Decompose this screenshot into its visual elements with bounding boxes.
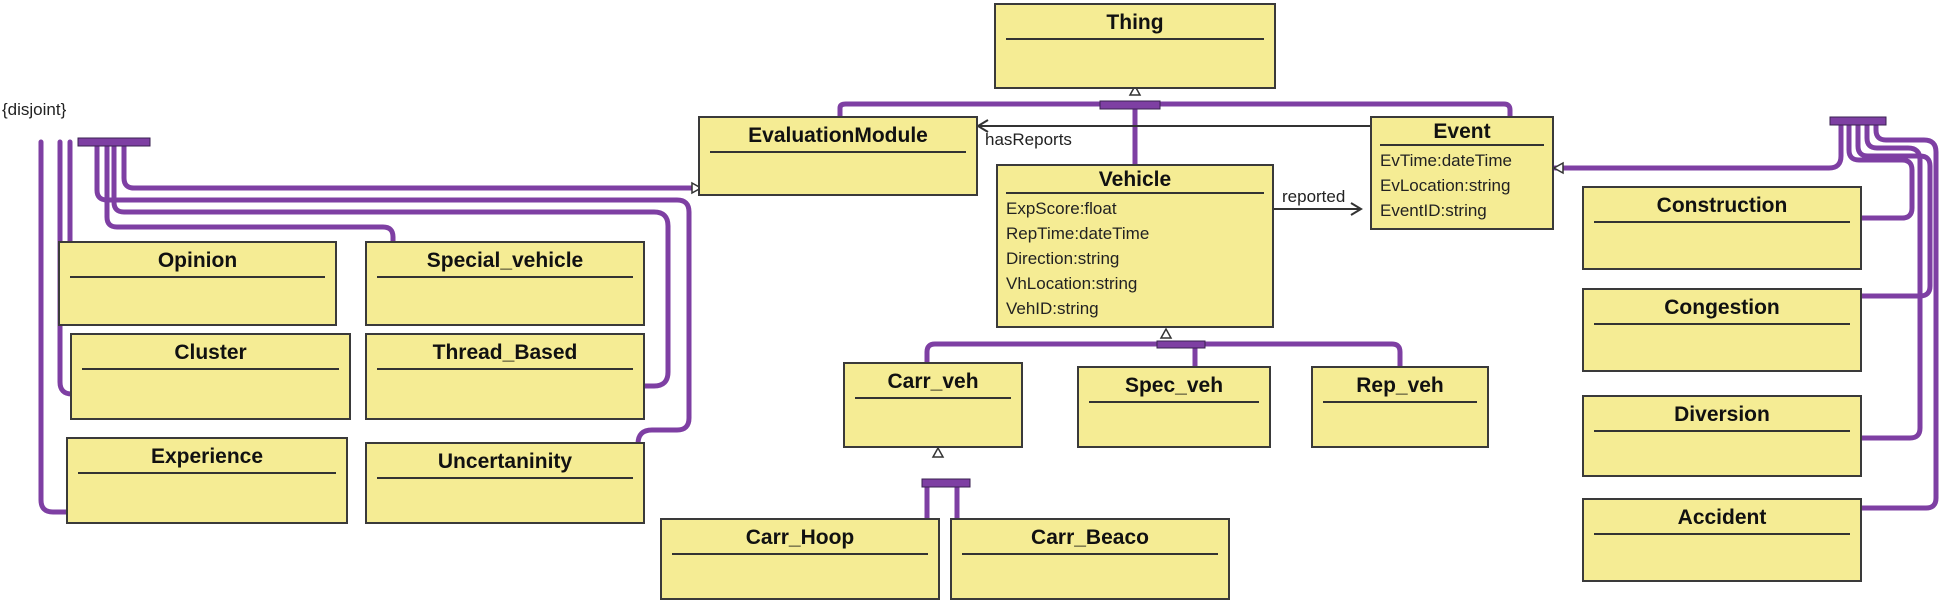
class-accident: Accident [1582, 498, 1862, 582]
class-spec-veh: Spec_veh [1077, 366, 1271, 448]
has-reports-arrowhead [976, 119, 989, 133]
generalization-arrow-evaluation [691, 181, 703, 195]
generalization-arrow-carr-veh [931, 446, 945, 458]
connector-construction [1855, 121, 1933, 299]
connector-accident [1857, 121, 1939, 511]
vehicle-attribute: Direction:string [1006, 249, 1120, 268]
class-diversion-name: Diversion [1594, 403, 1850, 432]
class-carr-veh-name: Carr_veh [855, 370, 1011, 399]
connector-event-bar [1552, 121, 1844, 171]
class-rep-veh: Rep_veh [1311, 366, 1489, 448]
connector-cluster [57, 139, 75, 397]
event-attribute: EvTime:dateTime [1380, 151, 1512, 170]
class-cluster: Cluster [70, 333, 351, 420]
class-event: Event EvTime:dateTime EvLocation:string … [1370, 116, 1554, 230]
generalization-arrow-event [1552, 161, 1564, 175]
vehicle-attribute: RepTime:dateTime [1006, 224, 1150, 243]
connector-experience [38, 139, 71, 515]
class-event-name: Event [1380, 120, 1544, 146]
class-diversion: Diversion [1582, 395, 1862, 477]
class-congestion: Congestion [1582, 288, 1862, 372]
event-attribute: EvLocation:string [1380, 176, 1511, 195]
class-construction-name: Construction [1594, 194, 1850, 223]
disjoint-bar-event [1829, 116, 1887, 126]
class-vehicle: Vehicle ExpScore:float RepTime:dateTime … [996, 164, 1274, 328]
connector-evaluation-bar [121, 139, 697, 191]
class-uncertaninity: Uncertaninity [365, 442, 645, 524]
class-carr-beaco: Carr_Beaco [950, 518, 1230, 600]
class-thing: Thing [994, 3, 1276, 89]
connector-uncertaninity [94, 139, 692, 447]
class-opinion: Opinion [58, 241, 337, 326]
connector-evaluation-thing [837, 101, 1513, 121]
disjoint-bar-carr-veh [921, 478, 971, 488]
class-carr-veh: Carr_veh [843, 362, 1023, 448]
class-construction: Construction [1582, 186, 1862, 270]
class-experience: Experience [66, 437, 348, 524]
class-special-vehicle-name: Special_vehicle [377, 249, 633, 278]
class-spec-veh-name: Spec_veh [1089, 374, 1259, 403]
reported-arrowhead [1350, 202, 1363, 216]
disjoint-bar-vehicle [1156, 340, 1206, 349]
reported-label: reported [1282, 187, 1346, 206]
class-cluster-name: Cluster [82, 341, 339, 370]
connector-congestion [1846, 121, 1915, 221]
class-accident-name: Accident [1594, 506, 1850, 535]
generalization-arrow-thing [1128, 84, 1142, 96]
class-thread-based: Thread_Based [365, 333, 645, 420]
event-attribute: EventID:string [1380, 201, 1487, 220]
class-special-vehicle: Special_vehicle [365, 241, 645, 326]
generalization-arrow-vehicle [1159, 327, 1173, 339]
vehicle-attribute: VhLocation:string [1006, 274, 1138, 293]
class-vehicle-name: Vehicle [1006, 168, 1264, 194]
class-carr-beaco-name: Carr_Beaco [962, 526, 1218, 555]
vehicle-attribute: VehID:string [1006, 299, 1099, 318]
disjoint-bar-evaluation [77, 137, 151, 147]
connector-special-vehicle [104, 139, 396, 246]
class-uncertaninity-name: Uncertaninity [377, 450, 633, 479]
disjoint-bar-thing [1099, 100, 1161, 110]
class-experience-name: Experience [78, 445, 336, 474]
class-rep-veh-name: Rep_veh [1323, 374, 1477, 403]
connector-diversion [1857, 121, 1923, 441]
class-evaluation-module-name: EvaluationModule [710, 124, 966, 153]
class-thing-name: Thing [1006, 11, 1264, 40]
class-opinion-name: Opinion [70, 249, 325, 278]
class-carr-hoop: Carr_Hoop [660, 518, 940, 600]
disjoint-label: {disjoint} [2, 100, 67, 119]
class-thread-based-name: Thread_Based [377, 341, 633, 370]
vehicle-attribute: ExpScore:float [1006, 199, 1117, 218]
class-congestion-name: Congestion [1594, 296, 1850, 325]
class-evaluation-module: EvaluationModule [698, 116, 978, 196]
has-reports-label: hasReports [985, 130, 1072, 149]
connector-thread-based [111, 139, 671, 389]
class-carr-hoop-name: Carr_Hoop [672, 526, 928, 555]
